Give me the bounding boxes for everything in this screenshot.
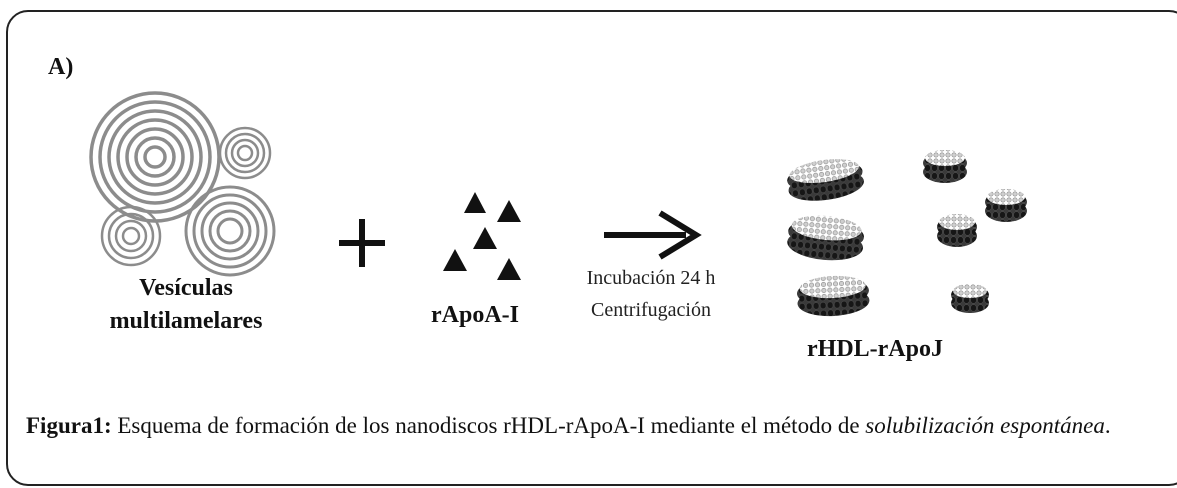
plus-icon: [339, 219, 385, 267]
nanodisc: [937, 214, 977, 247]
process-step1: Incubación 24 h: [587, 267, 716, 289]
caption-text: Esquema de formación de los nanodiscos r…: [111, 413, 866, 438]
nanodisc-icon: [787, 150, 1027, 317]
caption-italic: solubilización espontánea: [865, 413, 1105, 438]
multilamellar-vesicle-icon: [89, 91, 276, 277]
nanodisc: [985, 189, 1027, 222]
nanodisc: [796, 275, 870, 317]
panel-label: A): [48, 54, 73, 80]
vesicle-medium: [184, 185, 276, 277]
nanodisc: [787, 159, 864, 201]
caption-label: Figura1:: [26, 413, 112, 438]
vesicle-small-top: [218, 126, 272, 180]
vesicles-label-line2: multilamelares: [110, 308, 263, 334]
nanodisc: [787, 215, 864, 261]
arrow-right-icon: [604, 210, 702, 260]
protein-label: rApoA-I: [431, 302, 519, 328]
figure-frame: [6, 10, 1177, 486]
figure-caption: Figura1: Esquema de formación de los nan…: [26, 412, 1161, 440]
vesicle-small-bottom: [100, 205, 162, 267]
nanodisc: [951, 284, 989, 313]
nanodisc: [923, 150, 967, 183]
vesicles-label-line1: Vesículas: [139, 275, 233, 301]
vesicle-large: [89, 91, 221, 223]
caption-end: .: [1104, 413, 1111, 438]
process-step2: Centrifugación: [591, 299, 711, 321]
product-label: rHDL-rApoJ: [807, 336, 943, 362]
triangle-icon: [443, 192, 521, 280]
